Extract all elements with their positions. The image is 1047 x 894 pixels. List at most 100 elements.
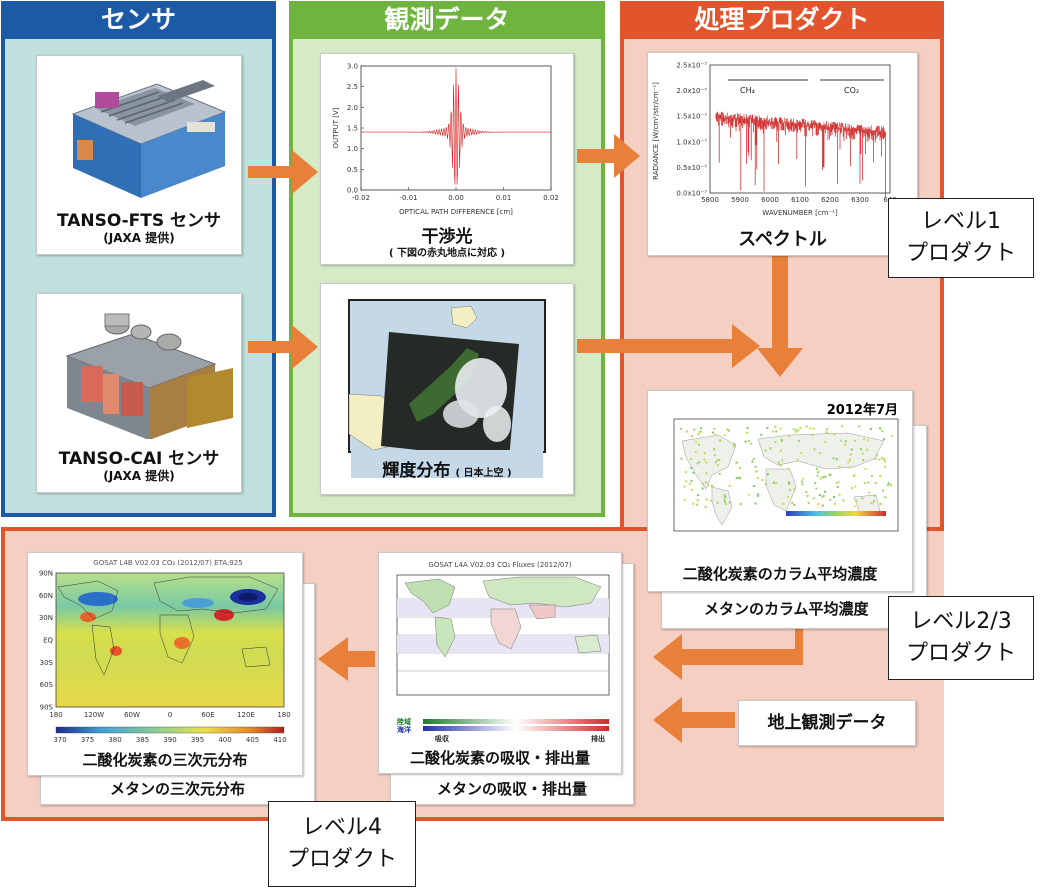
co2-flux-card: GOSAT L4A V02.03 CO₂ Fluxes (2012/07) 陸域… xyxy=(378,552,622,774)
column-map-dot xyxy=(716,501,719,504)
column-map-dot xyxy=(728,501,731,504)
column-map-dot xyxy=(680,427,683,430)
column-map-dot xyxy=(821,504,824,507)
column-map-dot xyxy=(696,494,699,497)
column-map-dot xyxy=(774,441,777,444)
dist-xtick-label: 60W xyxy=(124,711,140,719)
column-map-dot xyxy=(688,482,691,485)
dist-colorbar-tick-label: 390 xyxy=(163,736,176,744)
radiance-caption-row: 輝度分布 ( 日本上空 ) xyxy=(321,456,573,481)
column-map-dot xyxy=(691,488,694,491)
interferogram-xtick-label: 0.00 xyxy=(448,194,464,202)
column-map-dot xyxy=(755,470,758,473)
spectrum-xtick-label: 6200 xyxy=(821,196,839,204)
column-map-dot xyxy=(890,484,893,486)
observation-column-title: 観測データ xyxy=(289,1,605,39)
level23-line1: レベル2/3 xyxy=(910,609,1012,634)
arrow-column-to-flux xyxy=(653,620,803,680)
column-map-dot xyxy=(873,494,876,497)
column-map-dot xyxy=(883,458,886,461)
column-map-dot xyxy=(736,461,739,464)
column-map-dot xyxy=(853,475,856,478)
column-map-dot xyxy=(777,461,780,464)
column-map-dot xyxy=(822,494,825,497)
column-map-dot xyxy=(795,429,798,432)
co2-column-card: 2012年7月 二酸化炭素のカラム平均濃度 xyxy=(647,390,913,592)
column-map-dot xyxy=(793,503,796,506)
column-map-dot xyxy=(881,430,883,433)
interferogram-xtick-label: 0.02 xyxy=(543,194,559,202)
spectrum-gas-ch4: CH₄ xyxy=(740,86,755,95)
interferogram-ytick-label: 1.5 xyxy=(347,125,358,133)
column-map-dot xyxy=(766,473,769,476)
column-map-dot xyxy=(738,467,741,470)
column-map-dot xyxy=(685,430,688,433)
column-map-dot xyxy=(793,488,796,491)
column-map-dot xyxy=(864,467,867,470)
column-map-dot xyxy=(788,482,791,485)
dist-ytick-label: EQ xyxy=(43,637,53,645)
column-map-dot xyxy=(747,493,750,496)
column-map-dot xyxy=(695,440,697,443)
spectrum-caption: スペクトル xyxy=(738,229,827,250)
column-map-dot xyxy=(754,466,757,468)
column-map-dot xyxy=(797,429,800,432)
spectrum-ytick-label: 0.0x10⁻⁷ xyxy=(676,190,707,198)
interferogram-ytick-label: 3.0 xyxy=(347,63,358,71)
spectrum-plot: CH₄ CO₂ 2.5x10⁻⁷2.0x10⁻⁷1.5x10⁻⁷1.0x10⁻⁷… xyxy=(652,62,897,218)
dist-colorbar-tick-label: 395 xyxy=(191,736,204,744)
spectrum-xlabel: WAVENUMBER [cm⁻¹] xyxy=(762,209,838,217)
column-map-dot xyxy=(732,445,735,448)
dist-xtick-label: 120W xyxy=(84,711,104,719)
column-map-dot xyxy=(863,438,866,441)
dist-xtick-label: 180 xyxy=(277,711,290,719)
column-map-dot xyxy=(726,428,729,431)
column-map-dot xyxy=(824,475,827,478)
column-map-dot xyxy=(683,485,686,488)
column-map-dot xyxy=(884,496,887,499)
dist-ytick-label: 30S xyxy=(40,659,54,667)
column-map-dot xyxy=(779,427,782,430)
column-map-dot xyxy=(819,477,822,480)
column-map-dot xyxy=(825,428,828,431)
column-map-dot xyxy=(849,458,851,461)
methane-column-caption: メタンのカラム平均濃度 xyxy=(704,600,869,618)
column-map-dot xyxy=(750,442,753,445)
column-map-dot xyxy=(697,433,700,436)
dist-colorbar-tick-label: 380 xyxy=(108,736,121,744)
column-map-dot xyxy=(807,501,810,504)
dist-ytick-label: 60S xyxy=(40,681,54,689)
radiance-map xyxy=(348,299,546,478)
flux-absorb-label: 吸収 xyxy=(435,734,450,743)
column-map-dot xyxy=(879,475,882,478)
column-map-dot xyxy=(713,448,716,451)
dist-ytick-label: 90N xyxy=(39,570,53,578)
column-map-dot xyxy=(703,458,706,461)
flux-land-label: 陸域 xyxy=(397,717,411,726)
arrow-cai-to-radiance xyxy=(248,325,318,369)
column-map-dot xyxy=(696,503,699,506)
dist-xtick-label: 0 xyxy=(168,711,172,719)
dist-map-title: GOSAT L4B V02.03 CO₂ (2012/07) ETA:925 xyxy=(93,559,242,567)
tanso-cai-image xyxy=(65,313,233,439)
column-map-dot xyxy=(850,487,853,490)
interferogram-xtick-label: -0.01 xyxy=(399,194,417,202)
dist-colorbar-tick-label: 405 xyxy=(246,736,259,744)
column-map-dot xyxy=(709,499,712,502)
column-map-dot xyxy=(829,473,832,476)
tanso-fts-name: TANSO-FTS センサ xyxy=(56,211,222,231)
column-map-dot xyxy=(698,431,701,433)
interferogram-ytick-label: 2.0 xyxy=(347,104,358,112)
column-map-dot xyxy=(723,500,726,503)
column-map-dot xyxy=(890,434,893,437)
column-map-dot xyxy=(685,480,688,483)
column-map-dot xyxy=(787,467,790,470)
column-map-dot xyxy=(794,431,797,433)
column-map-dot xyxy=(813,448,816,451)
column-map-dot xyxy=(834,502,836,505)
interferogram-caption: 干渉光 xyxy=(421,227,473,247)
column-map-dot xyxy=(705,481,707,484)
column-map-dot xyxy=(696,499,699,502)
tanso-cai-name: TANSO-CAI センサ xyxy=(58,449,220,469)
ground-observation-box: 地上観測データ xyxy=(738,700,916,746)
